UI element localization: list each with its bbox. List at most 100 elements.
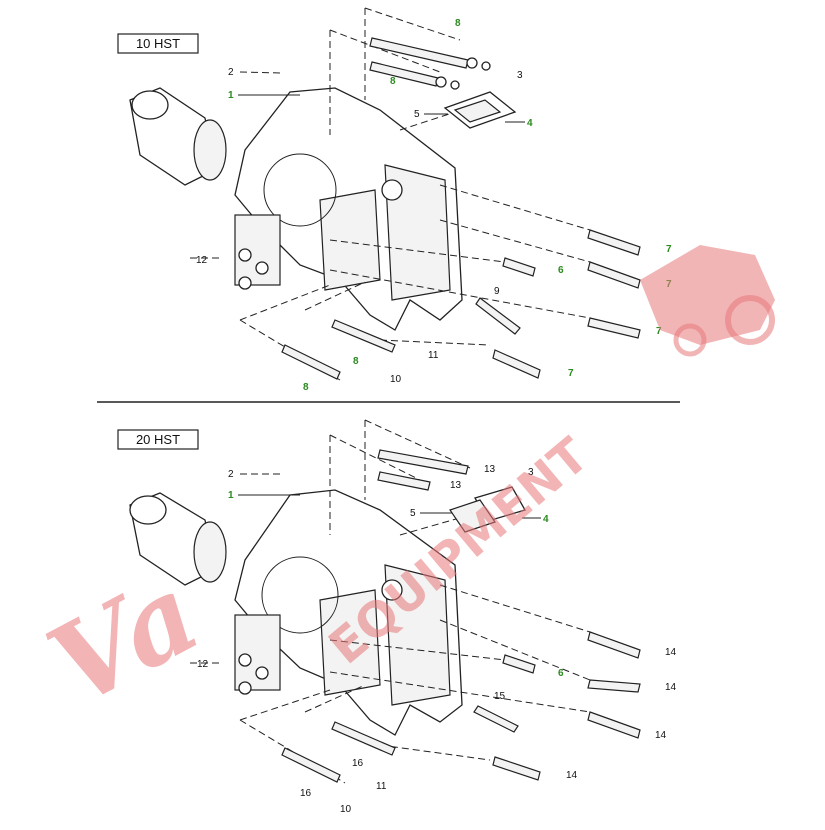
callout-label: 7 [656, 326, 662, 337]
stud-bolt [331, 319, 396, 353]
section-10hst: 10 HST [117, 7, 672, 393]
fitting [238, 681, 252, 695]
bolt [492, 349, 541, 379]
leader-line [239, 71, 283, 74]
callout-label: 2 [228, 469, 234, 480]
gasket [453, 99, 502, 123]
fitting [255, 666, 269, 680]
fitting [238, 248, 252, 262]
leader-line [304, 281, 366, 311]
callout-label: 16 [300, 788, 312, 799]
housing-bell [263, 153, 337, 227]
leader-line [439, 584, 591, 633]
leader-line [439, 619, 591, 681]
callout-label: 12 [197, 659, 209, 670]
callout-label: 10 [390, 374, 402, 385]
callout-label: 14 [655, 730, 667, 741]
bolt [587, 711, 641, 739]
leader-line [379, 339, 491, 346]
leader-line [329, 29, 441, 73]
callout-label: 15 [494, 691, 506, 702]
leader-line [364, 419, 471, 469]
housing-side-plate [384, 564, 451, 706]
housing-panel [319, 189, 381, 291]
callout-label: 13 [484, 464, 496, 475]
nut [450, 80, 460, 90]
callout-label: 8 [390, 76, 396, 87]
gasket [449, 499, 496, 533]
stud-bolt [377, 449, 469, 475]
callout-label: 4 [527, 118, 533, 129]
fitting [255, 261, 269, 275]
bolt [587, 679, 641, 693]
housing-boss [381, 179, 403, 201]
housing-panel [319, 589, 381, 696]
motor-flange [193, 521, 227, 583]
tractor-wheel [725, 295, 775, 345]
bolt [492, 756, 541, 781]
section-20hst: 20 HST [117, 419, 677, 815]
leader-line [329, 239, 506, 263]
washer [435, 76, 447, 88]
bolt [587, 261, 641, 289]
stud-bolt [369, 37, 469, 69]
callout-label: 4 [543, 514, 549, 525]
leader-line [379, 744, 491, 761]
callout-label: 11 [376, 781, 387, 792]
motor-end-cap [129, 495, 167, 525]
housing-boss [381, 579, 403, 601]
housing-side-plate [384, 164, 451, 301]
fitting [238, 653, 252, 667]
callout-label: 14 [665, 682, 677, 693]
section-title: 20 HST [136, 432, 180, 447]
bolt [587, 317, 641, 339]
callout-label: 6 [558, 265, 564, 276]
section-title: 10 HST [136, 36, 180, 51]
callout-label: 3 [528, 467, 534, 478]
callout-label: 11 [428, 350, 439, 361]
washer [466, 57, 478, 69]
callout-label: 12 [196, 255, 208, 266]
leader-line [239, 689, 331, 721]
tractor-wheel [673, 323, 707, 357]
bolt [475, 297, 521, 335]
stud-bolt [331, 721, 396, 756]
callout-label: 14 [566, 770, 578, 781]
leader-line [439, 219, 591, 263]
bolt [473, 705, 519, 733]
fitting [238, 276, 252, 290]
callout-label: 7 [568, 368, 574, 379]
tractor-logo [640, 245, 775, 345]
valve-block [234, 614, 281, 691]
callout-label: 10 [340, 804, 352, 815]
housing-bell [261, 556, 339, 634]
bolt [502, 257, 536, 277]
callout-label: 14 [665, 647, 677, 658]
callout-label: 5 [410, 508, 416, 519]
stud-bolt [281, 344, 341, 380]
motor-end-cap [131, 90, 169, 120]
callout-label: 16 [352, 758, 364, 769]
leader-line [364, 7, 461, 41]
stud-bolt [281, 747, 341, 783]
bolt [502, 654, 536, 674]
callout-label: 1 [228, 90, 234, 101]
section-title-box [117, 33, 199, 54]
leader-line [239, 284, 331, 321]
callout-label: 8 [455, 18, 461, 29]
callout-label: 2 [228, 67, 234, 78]
stud-bolt [369, 61, 439, 87]
leader-line [329, 639, 506, 661]
leader-line [439, 184, 591, 231]
bolt [587, 631, 641, 659]
callout-label: 13 [450, 480, 462, 491]
callout-label: 9 [494, 286, 500, 297]
motor-flange [193, 119, 227, 181]
section-title-box [117, 429, 199, 450]
nut [481, 61, 491, 71]
callout-label: 6 [558, 668, 564, 679]
leader-line [329, 269, 591, 319]
stud-bolt [377, 471, 431, 491]
